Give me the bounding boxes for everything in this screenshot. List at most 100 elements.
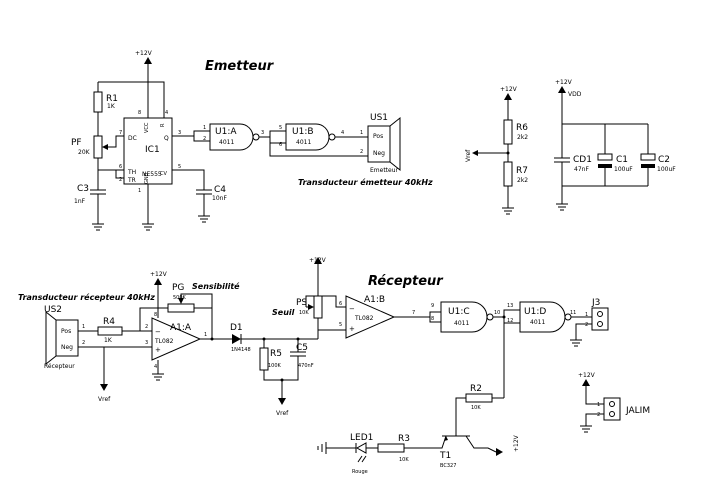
jalim-supply-label: +12V <box>578 372 596 379</box>
u1b-pin-6: 6 <box>279 142 282 148</box>
potentiometer-pf: PF 20K <box>71 135 124 159</box>
cd1-value: 47nF <box>574 166 589 173</box>
c2-value: 100uF <box>657 166 676 173</box>
u1d-pin-13: 13 <box>507 303 513 309</box>
ic1-pin-q: Q <box>164 135 169 142</box>
ic1-pinnum-th: 6 <box>119 164 122 170</box>
jalim-ref: JALIM <box>625 406 650 416</box>
a1b-pin-inv: 6 <box>339 301 342 307</box>
transducer-us1: US1 Pos Neg 1 2 Emetteur <box>360 113 401 174</box>
d1-value: 1N4148 <box>231 347 251 353</box>
emitter-vcc-label: +12V <box>135 50 153 57</box>
jalim-pin-2: 2 <box>597 412 600 418</box>
r7-value: 2k2 <box>517 177 528 184</box>
u1b-ref: U1:B <box>292 127 314 137</box>
c5-value: 470nF <box>298 363 314 369</box>
receiver-title: Récepteur <box>368 274 444 289</box>
u1b-pin-5: 5 <box>279 125 282 131</box>
ic1-pinnum-r: 4 <box>165 110 168 116</box>
decoupling-caps: +12V VDD CD1 47nF C1 100uF C2 100uF <box>554 79 676 211</box>
ic1-pin-th: TH <box>127 169 136 176</box>
sensitivity-note: Sensibilité <box>192 281 240 291</box>
a1b-ref: A1:B <box>364 295 385 305</box>
led1-value: Rouge <box>352 469 368 475</box>
ic1-pinnum-q: 3 <box>178 130 181 136</box>
r1-value: 1K <box>107 103 116 110</box>
a1b-value: TL082 <box>354 315 374 322</box>
ground-ic1 <box>142 223 154 231</box>
resistor-r5: R5 100K <box>259 347 282 371</box>
j3-ref: J3 <box>591 298 600 308</box>
resistor-r2: R2 10K <box>465 384 493 411</box>
emitter-title: Emetteur <box>205 59 275 74</box>
r2-value: 10K <box>471 405 481 411</box>
opamp-a1a: A1:A TL082 − + 2 3 1 8 4 <box>145 312 207 370</box>
ic1-pin-vcc: VCC <box>144 122 150 133</box>
us1-pinnum-pos: 1 <box>360 130 363 136</box>
u1b-value: 4011 <box>296 139 311 146</box>
c1-ref: C1 <box>616 155 628 165</box>
vref-rc-label: Vref <box>276 410 289 417</box>
r4-ref: R4 <box>103 317 115 327</box>
c2-ref: C2 <box>658 155 670 165</box>
j3-pin-2: 2 <box>585 322 588 328</box>
connector-j3: J3 1 2 <box>585 298 609 331</box>
u1d-pin-12: 12 <box>507 318 513 324</box>
potentiometer-ps: +12V PS 10K <box>296 257 327 330</box>
u1c-pin-8: 8 <box>431 316 434 322</box>
pg-ref: PG <box>172 283 184 293</box>
u1d-pin-11: 11 <box>570 310 576 316</box>
r1-ref: R1 <box>106 94 118 104</box>
us2-ref: US2 <box>44 305 62 315</box>
a1a-pin-inv: 2 <box>145 324 148 330</box>
c4-ref: C4 <box>214 185 226 195</box>
c1-value: 100uF <box>614 166 633 173</box>
u1c-ref: U1:C <box>448 307 470 317</box>
resistor-r1: R1 1K <box>93 91 118 113</box>
us2-pin-pos: Pos <box>61 328 71 335</box>
jalim-pin-1: 1 <box>597 402 600 408</box>
r5-ref: R5 <box>270 349 282 359</box>
cd1-ref: CD1 <box>573 155 592 165</box>
ic1-pinnum-cv: 5 <box>178 164 181 170</box>
threshold-note: Seuil <box>272 308 295 317</box>
gate-u1b: U1:B 4011 5 6 4 <box>279 123 344 151</box>
a1b-pin-non: 5 <box>339 322 342 328</box>
ps-value: 10K <box>299 310 309 316</box>
c4-value: 10nF <box>212 195 227 202</box>
pf-ref: PF <box>71 138 82 148</box>
ic1-pinnum-tr: 2 <box>119 177 122 183</box>
divider-supply-label: +12V <box>500 86 518 93</box>
c5-ref: C5 <box>296 343 308 353</box>
u1a-ref: U1:A <box>215 127 237 137</box>
resistor-r4: R4 1K <box>97 317 123 344</box>
led1-ref: LED1 <box>350 433 373 443</box>
a1a-pin-vp: 8 <box>154 312 157 318</box>
ground-c4 <box>198 215 210 223</box>
u1a-pin-3: 3 <box>261 130 264 136</box>
ic1-pin-tr: TR <box>127 177 136 184</box>
r3-ref: R3 <box>398 434 410 444</box>
t1-supply-label: +12V <box>513 434 520 452</box>
rx-transducer-note: Transducteur récepteur 40kHz <box>18 292 155 302</box>
a1b-non-sign: + <box>349 325 355 333</box>
r2-ref: R2 <box>470 384 482 394</box>
led-led1: LED1 Rouge <box>350 433 373 475</box>
vref-label: Vref <box>465 149 472 162</box>
a1a-inv-sign: − <box>155 328 161 336</box>
us2-pinnum-pos: 1 <box>82 324 85 330</box>
gate-u1d: U1:D 4011 13 12 11 <box>507 301 576 333</box>
connector-jalim: +12V 1 2 JALIM <box>578 372 650 433</box>
vref-divider: +12V Vref R6 2k2 R7 2k2 <box>465 86 528 215</box>
vref-us2-label: Vref <box>98 396 111 403</box>
transducer-us2: US2 Pos Neg 1 2 Récepteur <box>44 305 85 370</box>
u1d-ref: U1:D <box>524 307 546 317</box>
a1a-ref: A1:A <box>170 323 192 333</box>
r4-value: 1K <box>104 337 113 344</box>
t1-value: BC327 <box>440 463 456 469</box>
r6-ref: R6 <box>516 123 528 133</box>
a1a-supply-label: +12V <box>150 271 168 278</box>
u1b-pin-4: 4 <box>341 130 344 136</box>
